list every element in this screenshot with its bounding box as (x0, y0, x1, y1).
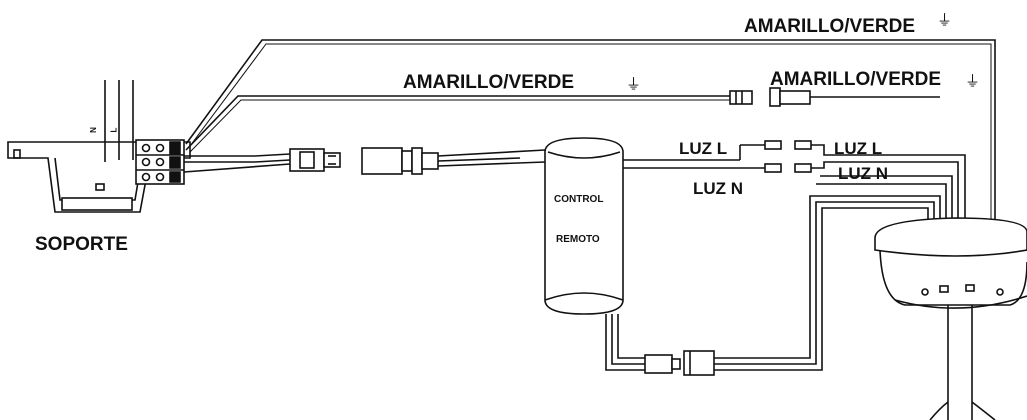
bracket-wire-l-label: L (109, 127, 119, 133)
motor-wires (605, 195, 941, 376)
light-l-label-left: LUZ L (679, 139, 728, 158)
terminal-block (135, 139, 185, 185)
light-n-label-right: LUZ N (838, 164, 889, 183)
ground-icon: ⏚ (937, 11, 953, 29)
bracket-wire-n-label: N (88, 127, 98, 133)
remote-receiver (544, 137, 624, 315)
ground-icon: ⏚ (965, 72, 981, 90)
fan-canopy (874, 217, 1027, 420)
ground-label-mid-left: AMARILLO/VERDE (403, 72, 574, 93)
remote-label-line2: REMOTO (556, 234, 600, 245)
ground-connector (729, 87, 940, 107)
light-l-label-right: LUZ L (834, 139, 883, 158)
ground-wire-mid (185, 95, 730, 151)
ground-label-top: AMARILLO/VERDE (744, 16, 915, 37)
ground-wire-top (185, 39, 996, 228)
light-n-label-left: LUZ N (693, 179, 744, 198)
bracket-label: SOPORTE (35, 234, 128, 255)
ground-icon: ⏚ (626, 75, 642, 93)
supply-cable (183, 147, 546, 175)
ground-label-mid-right: AMARILLO/VERDE (770, 69, 941, 90)
light-wires (623, 140, 966, 232)
remote-label-line1: CONTROL (554, 194, 604, 205)
